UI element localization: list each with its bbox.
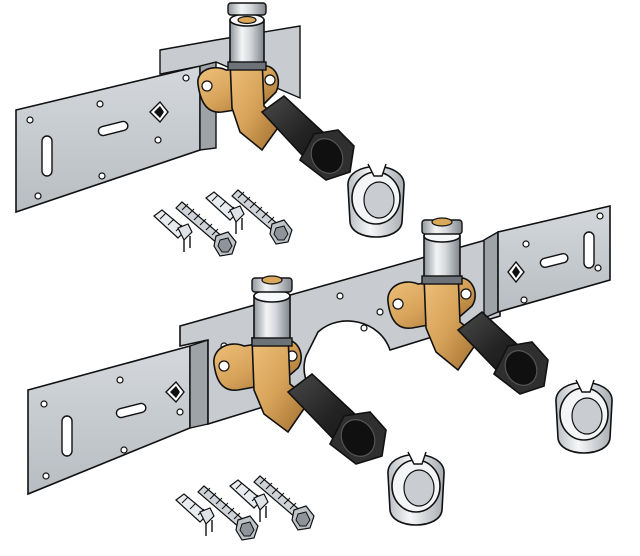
clip-ring-icon (347, 163, 405, 238)
pipe-socket-icon (286, 372, 387, 465)
pipe-socket-icon (260, 94, 355, 181)
fastener-set-bottom (175, 475, 315, 541)
fastener-set-top (153, 189, 293, 257)
elbow-fitting-icon (197, 2, 284, 152)
clip-ring-icon (555, 379, 613, 454)
single-assembly (15, 2, 405, 257)
elbow-fitting-icon (387, 217, 482, 372)
elbow-fitting-icon (213, 275, 312, 434)
pipe-socket-icon (456, 310, 549, 395)
clip-ring-icon (387, 451, 445, 526)
double-assembly (27, 204, 613, 541)
